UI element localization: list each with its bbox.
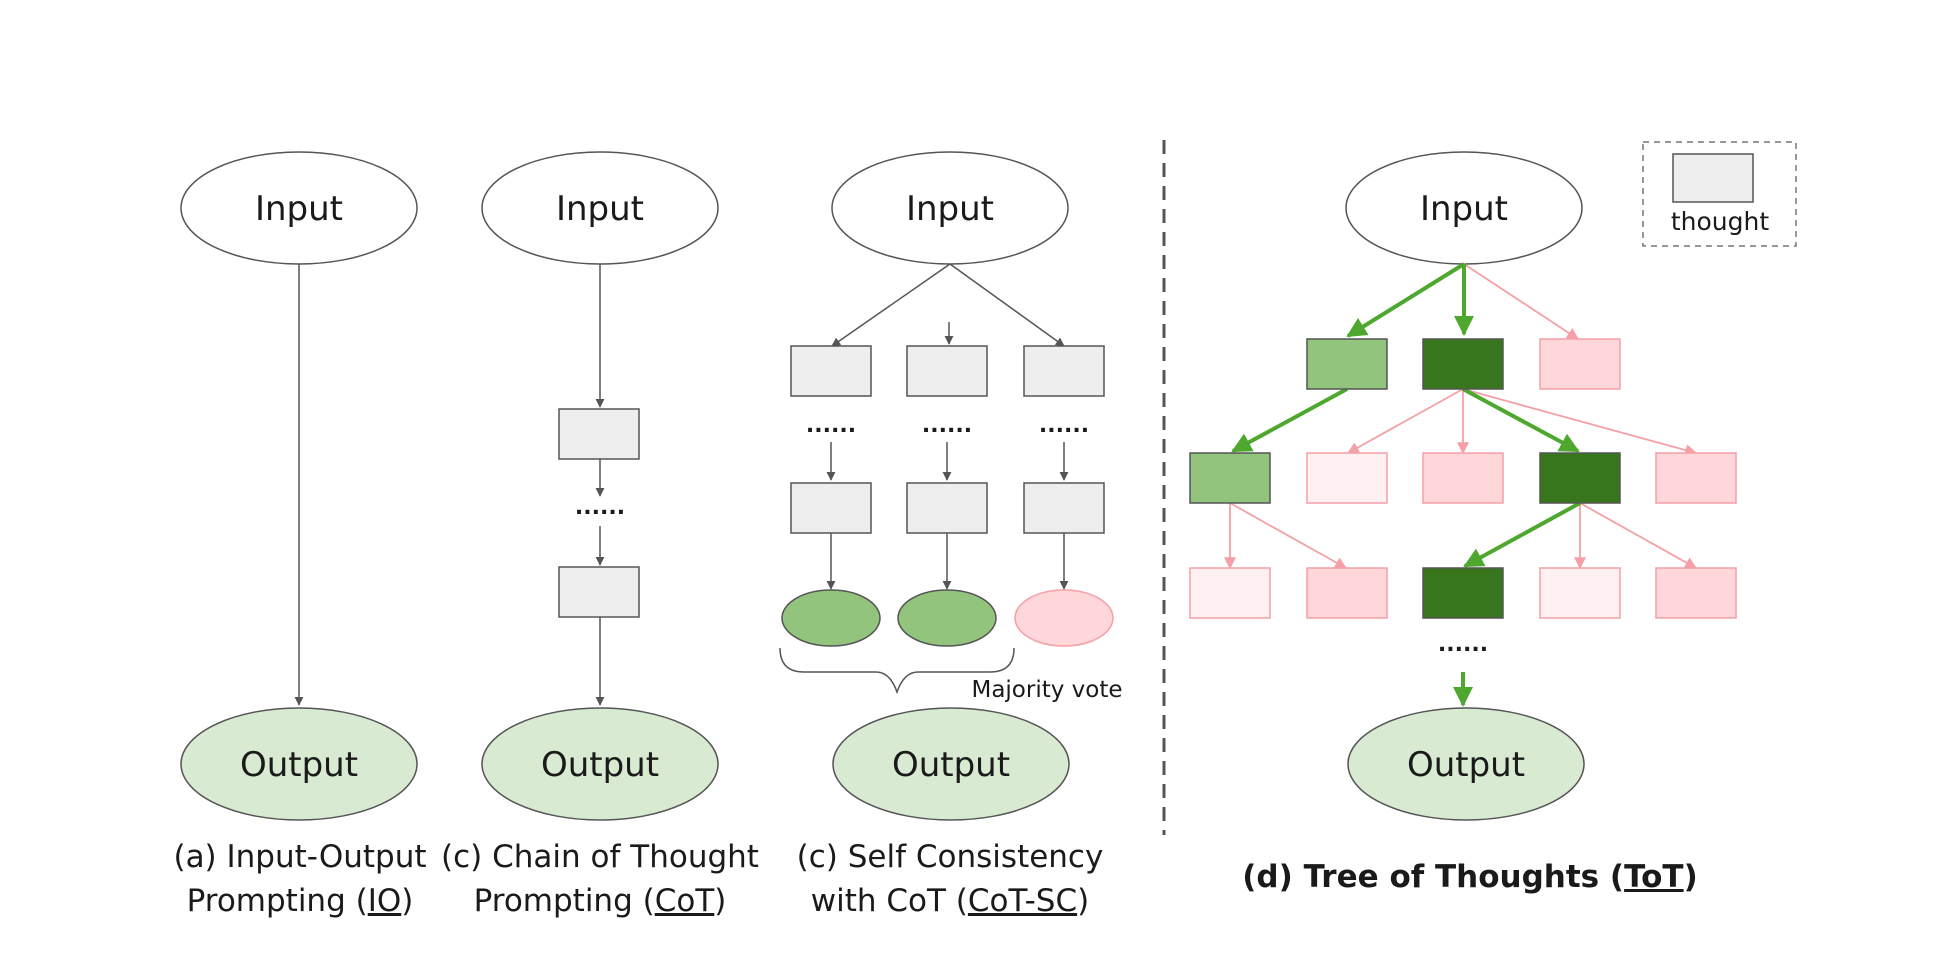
caption-io-line2: Prompting (IO) bbox=[186, 883, 414, 919]
tot-thought-1-2 bbox=[1422, 338, 1504, 390]
cot-ellipsis: ...... bbox=[575, 495, 625, 520]
tot-thought-3-3 bbox=[1422, 567, 1504, 619]
cotsc-answer-b bbox=[897, 589, 997, 647]
cot-output-node bbox=[481, 707, 719, 821]
tot-edge-green bbox=[1463, 501, 1581, 568]
tot-thought-2-3 bbox=[1422, 452, 1504, 504]
cotsc-answer-a bbox=[781, 589, 881, 647]
io-output-node bbox=[180, 707, 418, 821]
cotsc-ellipsis-a: ...... bbox=[806, 413, 856, 438]
cotsc-thought-b1 bbox=[906, 345, 988, 397]
cotsc-answer-c bbox=[1014, 589, 1114, 647]
cotsc-ellipsis-c: ...... bbox=[1039, 413, 1089, 438]
caption-io-line1: (a) Input-Output bbox=[173, 839, 427, 875]
tot-edge-green bbox=[1346, 262, 1466, 338]
io-input-label: Input bbox=[255, 189, 343, 229]
tot-output-node bbox=[1347, 707, 1585, 821]
tot-edge-pink bbox=[1229, 502, 1348, 569]
caption-io: (a) Input-Output Prompting (IO) bbox=[170, 835, 430, 923]
tot-edge-pink bbox=[1462, 388, 1698, 456]
tot-thought-2-5 bbox=[1655, 452, 1737, 504]
cotsc-thought-c1 bbox=[1023, 345, 1105, 397]
legend-thought: thought bbox=[1642, 141, 1797, 247]
caption-cotsc-abbr: CoT-SC bbox=[967, 883, 1078, 919]
caption-cot-line2: Prompting (CoT) bbox=[473, 883, 727, 919]
caption-cot-line1: (c) Chain of Thought bbox=[441, 839, 759, 875]
legend-thought-label: thought bbox=[1671, 207, 1770, 236]
legend-thought-swatch bbox=[1672, 153, 1754, 203]
tot-thought-2-4 bbox=[1539, 452, 1621, 504]
cotsc-diagram: Input ...... ...... ...... Majority bbox=[779, 151, 1123, 821]
caption-cot-abbr: CoT bbox=[654, 883, 715, 919]
cotsc-input-label: Input bbox=[906, 189, 994, 229]
legend-box bbox=[1642, 141, 1797, 247]
cot-diagram: Input ...... Output bbox=[481, 151, 719, 821]
caption-tot-abbr: ToT bbox=[1624, 859, 1684, 895]
cot-input-label: Input bbox=[556, 189, 644, 229]
tot-output-label: Output bbox=[1407, 745, 1525, 785]
cotsc-arrow-right bbox=[949, 263, 1065, 347]
tot-thought-3-4 bbox=[1539, 567, 1621, 619]
caption-tot: (d) Tree of Thoughts (ToT) bbox=[1242, 859, 1698, 895]
tot-edge-pink bbox=[1463, 263, 1580, 340]
cotsc-thought-a1 bbox=[790, 345, 872, 397]
caption-cotsc-line1: (c) Self Consistency bbox=[796, 839, 1104, 875]
tot-edge-pink bbox=[1346, 388, 1464, 454]
tot-ellipsis: ...... bbox=[1438, 632, 1488, 657]
tot-diagram: thought Input bbox=[1189, 141, 1797, 821]
tot-edge-green bbox=[1231, 387, 1348, 453]
cotsc-output-node bbox=[832, 707, 1070, 821]
tot-thought-3-5 bbox=[1655, 567, 1737, 619]
tot-input-label: Input bbox=[1420, 189, 1508, 229]
cotsc-thought-b2 bbox=[906, 482, 988, 534]
cotsc-thought-c2 bbox=[1023, 482, 1105, 534]
cotsc-ellipsis-b: ...... bbox=[922, 413, 972, 438]
cotsc-majority-vote: Majority vote bbox=[971, 677, 1122, 703]
caption-cotsc: (c) Self Consistency with CoT (CoT-SC) bbox=[790, 835, 1110, 923]
tot-thought-2-2 bbox=[1306, 452, 1388, 504]
tot-thought-1-3 bbox=[1539, 338, 1621, 390]
tot-thought-3-2 bbox=[1306, 567, 1388, 619]
cotsc-thought-a2 bbox=[790, 482, 872, 534]
tot-edge-green bbox=[1462, 387, 1580, 453]
cot-thought-1 bbox=[558, 408, 640, 460]
caption-cotsc-line2: with CoT (CoT-SC) bbox=[810, 883, 1090, 919]
tot-edge-pink bbox=[1579, 502, 1698, 569]
caption-cot: (c) Chain of Thought Prompting (CoT) bbox=[440, 835, 760, 923]
tot-thought-3-1 bbox=[1189, 567, 1271, 619]
cotsc-majority-brace bbox=[779, 647, 1015, 695]
tot-thought-2-1 bbox=[1189, 452, 1271, 504]
cotsc-output-label: Output bbox=[892, 745, 1010, 785]
cotsc-arrow-left bbox=[831, 263, 951, 347]
cot-output-label: Output bbox=[541, 745, 659, 785]
io-diagram: Input Output bbox=[180, 151, 418, 821]
cot-thought-2 bbox=[558, 566, 640, 618]
tot-thought-1-1 bbox=[1306, 338, 1388, 390]
io-output-label: Output bbox=[240, 745, 358, 785]
caption-io-abbr: IO bbox=[367, 883, 402, 919]
